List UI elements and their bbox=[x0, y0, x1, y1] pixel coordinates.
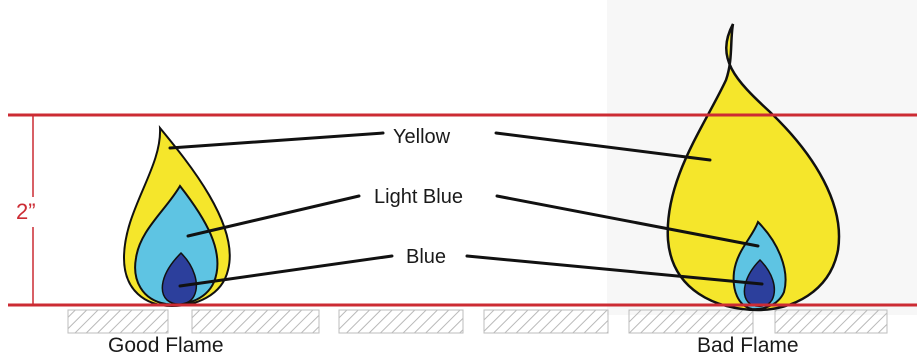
yellow-leader-left bbox=[168, 131, 385, 150]
burner-port bbox=[774, 309, 888, 334]
good-flame bbox=[122, 125, 231, 308]
good-flame-caption: Good Flame bbox=[108, 334, 224, 357]
light-blue-leader-right bbox=[495, 194, 760, 248]
burner-port bbox=[191, 309, 320, 334]
burner-port bbox=[67, 309, 169, 334]
light-blue-label: Light Blue bbox=[370, 186, 467, 209]
burner-port bbox=[338, 309, 464, 334]
burner-port bbox=[483, 309, 609, 334]
bad-flame-caption: Bad Flame bbox=[697, 334, 799, 357]
blue-label: Blue bbox=[402, 246, 451, 269]
blue-leader-left bbox=[178, 254, 394, 288]
yellow-label: Yellow bbox=[389, 126, 455, 149]
leader-lines bbox=[168, 131, 764, 288]
height-label: 2” bbox=[16, 197, 36, 227]
blue-leader-right bbox=[465, 254, 764, 286]
light-blue-leader-left bbox=[186, 194, 361, 238]
burner-port bbox=[628, 309, 754, 334]
burner-ports bbox=[67, 309, 888, 334]
yellow-leader-right bbox=[494, 131, 712, 162]
